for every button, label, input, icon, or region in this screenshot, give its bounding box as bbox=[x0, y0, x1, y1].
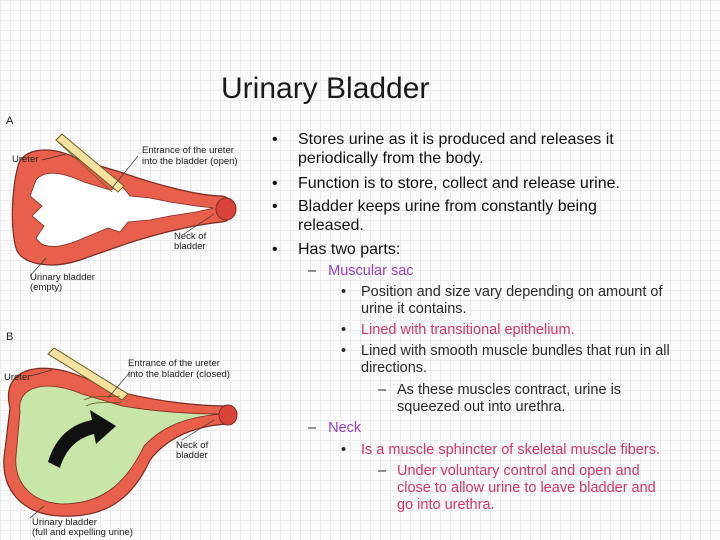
item-text: Lined with smooth muscle bundles that ru… bbox=[361, 343, 670, 359]
sub-heading: Muscular sac bbox=[328, 263, 414, 279]
bullet-marker: • bbox=[272, 175, 278, 192]
nested-voluntary-text: Under voluntary control and open and clo… bbox=[397, 463, 697, 514]
label-neck-a-2: bladder bbox=[174, 241, 206, 252]
label-entrance-a-1: Entrance of the ureter bbox=[142, 145, 234, 156]
bullet-text: periodically from the body. bbox=[298, 150, 484, 167]
nested-voluntary-dash: – bbox=[378, 463, 386, 480]
dash-marker: – bbox=[308, 420, 317, 436]
item-sphincter-text: Is a muscle sphincter of skeletal muscle… bbox=[361, 442, 716, 459]
item-text: Under voluntary control and open and bbox=[397, 463, 640, 479]
label-bladder-a-1: Urinary bladder bbox=[30, 272, 95, 283]
sub-muscular-sac: – Muscular sac bbox=[308, 263, 414, 280]
panel-b: B Ureter Entrance of the ureter into the… bbox=[3, 331, 238, 538]
label-bladder-b-1: Urinary bladder bbox=[32, 517, 97, 528]
item-position-size: • bbox=[341, 284, 346, 301]
label-ureter-b: Ureter bbox=[4, 372, 30, 383]
item-text: go into urethra. bbox=[397, 497, 495, 513]
item-text: As these muscles contract, urine is bbox=[397, 382, 622, 398]
bullet-marker: • bbox=[341, 322, 347, 338]
item-epithelium: • bbox=[341, 322, 346, 339]
label-entrance-a-2: into the bladder (open) bbox=[142, 156, 238, 167]
bullet-text: Stores urine as it is produced and relea… bbox=[298, 131, 614, 148]
full-bladder-lumen bbox=[15, 385, 223, 505]
label-bladder-a-2: (empty) bbox=[30, 282, 62, 293]
nested-contract-dash: – bbox=[378, 382, 386, 399]
bullet-marker: • bbox=[272, 198, 278, 215]
slide-title: Urinary Bladder bbox=[221, 72, 430, 105]
label-entrance-b-2: into the bladder (closed) bbox=[128, 369, 230, 380]
label-neck-b-2: bladder bbox=[176, 450, 208, 461]
item-text: close to allow urine to leave bladder an… bbox=[397, 480, 656, 496]
dash-marker: – bbox=[378, 382, 387, 398]
urine-flow-arrow-icon bbox=[48, 410, 116, 468]
sub-neck: – Neck bbox=[308, 420, 361, 437]
item-text: urine it contains. bbox=[361, 301, 467, 317]
dash-marker: – bbox=[378, 463, 387, 479]
nested-contract-text: As these muscles contract, urine is sque… bbox=[397, 382, 697, 416]
label-neck-a-1: Neck of bbox=[174, 231, 207, 242]
label-bladder-b-2: (full and expelling urine) bbox=[32, 527, 133, 538]
bullet-marker: • bbox=[341, 284, 347, 300]
item-smooth-muscle-text: Lined with smooth muscle bundles that ru… bbox=[361, 343, 713, 377]
panel-b-letter: B bbox=[6, 331, 13, 343]
bullet-text: Has two parts: bbox=[298, 241, 401, 258]
bullet-text: released. bbox=[298, 217, 364, 234]
item-sphincter: • bbox=[341, 442, 346, 459]
bullet-marker: • bbox=[341, 343, 347, 359]
sub-heading: Neck bbox=[328, 420, 362, 436]
full-bladder-neck bbox=[218, 404, 238, 426]
item-text: directions. bbox=[361, 360, 428, 376]
bullet-marker: • bbox=[272, 241, 278, 258]
ureter-b bbox=[47, 347, 129, 401]
empty-bladder-neck bbox=[215, 197, 237, 221]
label-ureter-a: Ureter bbox=[12, 154, 38, 165]
panel-a-letter: A bbox=[6, 115, 14, 127]
item-position-size-text: Position and size vary depending on amou… bbox=[361, 284, 711, 318]
bullet-text: Function is to store, collect and releas… bbox=[298, 175, 620, 192]
bullet-text: Bladder keeps urine from constantly bein… bbox=[298, 198, 597, 215]
bullet-marker: • bbox=[272, 131, 278, 148]
item-smooth-muscle: • bbox=[341, 343, 346, 360]
empty-bladder-lumen bbox=[29, 172, 215, 247]
bullet-marker: • bbox=[341, 442, 347, 458]
bladder-figure: A Ureter Entrance of the ureter into the… bbox=[3, 115, 238, 538]
label-neck-b-1: Neck of bbox=[176, 440, 209, 451]
label-entrance-b-1: Entrance of the ureter bbox=[128, 358, 220, 369]
dash-marker: – bbox=[308, 263, 317, 279]
item-text: squeezed out into urethra. bbox=[397, 399, 566, 415]
item-text: Position and size vary depending on amou… bbox=[361, 284, 663, 300]
panel-a: A Ureter Entrance of the ureter into the… bbox=[6, 115, 238, 293]
item-epithelium-text: Lined with transitional epithelium. bbox=[361, 322, 711, 339]
item-text: Is a muscle sphincter of skeletal muscle… bbox=[361, 442, 660, 458]
ureter-a bbox=[55, 133, 125, 193]
item-text: Lined with transitional epithelium. bbox=[361, 322, 575, 338]
